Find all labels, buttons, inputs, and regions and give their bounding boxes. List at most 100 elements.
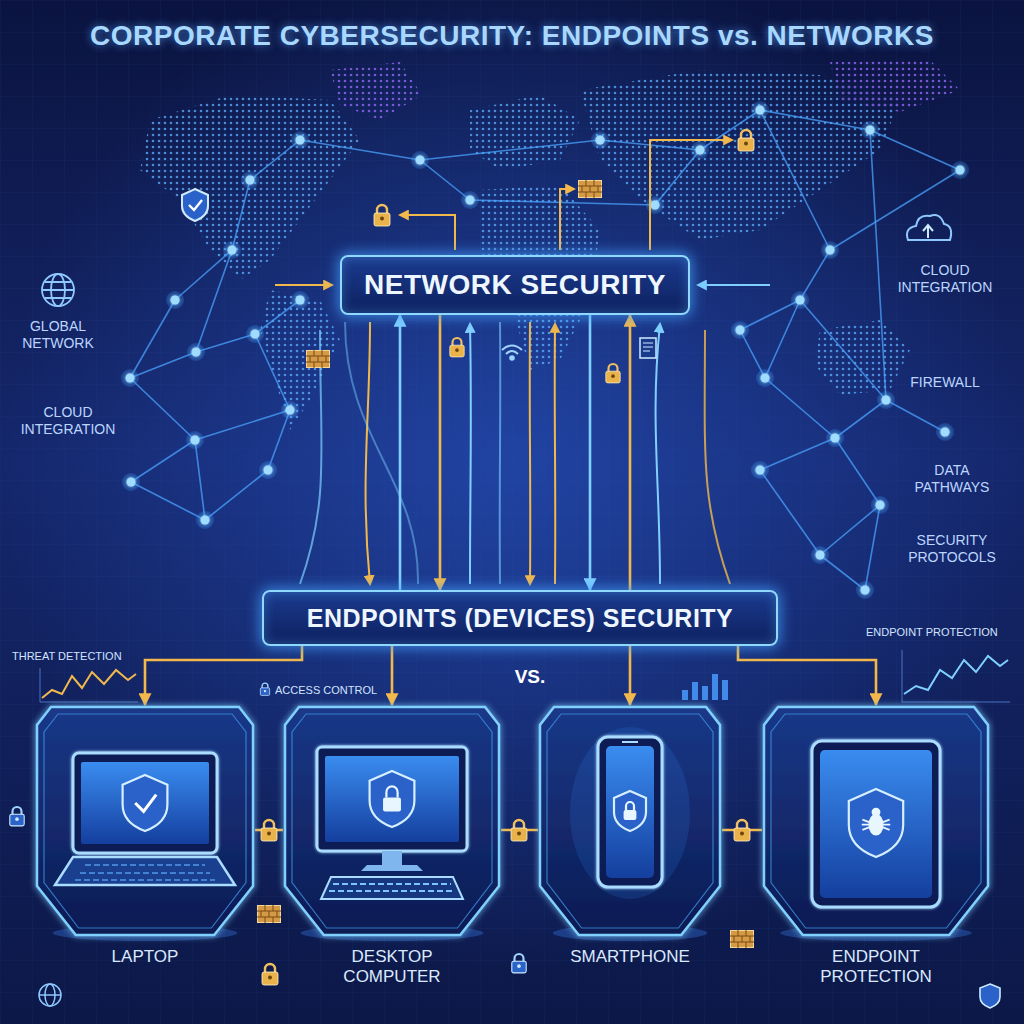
data-streams [345, 322, 418, 584]
network-node [876, 501, 885, 510]
document-icon [640, 338, 656, 358]
world-map [330, 62, 422, 120]
device-frame [73, 753, 217, 853]
map-icons [450, 338, 464, 357]
world-map [140, 95, 360, 280]
network-halo [691, 141, 709, 159]
network-halo [811, 546, 829, 564]
network-halo [871, 496, 889, 514]
network-node [466, 196, 475, 205]
network-link [195, 410, 290, 440]
data-streams [275, 140, 770, 584]
shield-icon [189, 200, 202, 210]
network-link [870, 130, 960, 170]
network-node [228, 246, 237, 255]
world-map [470, 95, 580, 170]
data-streams [529, 322, 532, 584]
map-icons [606, 364, 620, 383]
device-shield: LAPTOP [35, 705, 255, 1000]
device-screen [820, 750, 932, 898]
network-halo [246, 325, 264, 343]
network-halo [877, 391, 895, 409]
charts [902, 650, 1010, 702]
network-link [760, 110, 830, 250]
network-node [251, 330, 260, 339]
bottom-icons [512, 954, 526, 973]
label-slot: CLOUD INTEGRATION [888, 262, 1002, 296]
device-frame [812, 741, 940, 907]
network-halo [291, 291, 309, 309]
shield-outline [283, 705, 501, 937]
map-icons [738, 130, 754, 151]
shield-outline [764, 707, 988, 935]
network-node [191, 436, 200, 445]
label-slot: ENDPOINT PROTECTION [866, 626, 1016, 639]
connector-arrow [391, 646, 394, 705]
bottom-icons [10, 807, 24, 826]
network-link [255, 334, 290, 410]
network-node [126, 374, 135, 383]
world-map [830, 60, 960, 112]
network-link [470, 200, 655, 205]
map-icons [374, 205, 390, 226]
connector-arrow [439, 315, 442, 590]
wifi-icon [502, 346, 522, 360]
network-node [696, 146, 705, 155]
shield-inner [44, 714, 246, 928]
shield-outline [540, 707, 720, 935]
feature-tag: ACCESS CONTROL [275, 684, 385, 697]
device-label: LAPTOP [70, 947, 220, 967]
network-halo [951, 161, 969, 179]
network-halo [291, 131, 309, 149]
network-mesh [121, 101, 969, 599]
wifi-icon [506, 351, 518, 354]
lock-body [624, 810, 637, 820]
charts [692, 682, 698, 700]
band-heading: NETWORK SECURITY [364, 269, 666, 301]
network-halo [187, 343, 205, 361]
lock-shackle [386, 786, 397, 797]
network-link [760, 438, 835, 470]
network-link [800, 300, 886, 400]
network-link [130, 300, 175, 378]
shield-icon [980, 984, 1000, 1008]
network-node [416, 156, 425, 165]
shield-badge [123, 775, 168, 831]
laptop-keys [75, 865, 215, 880]
network-node [264, 466, 273, 475]
data-streams [400, 215, 455, 250]
device-shield: SMARTPHONE [538, 705, 722, 1000]
network-link [130, 378, 195, 440]
network-halo [461, 191, 479, 209]
cloud-icon [923, 225, 933, 238]
globe-icon [42, 282, 74, 298]
network-halo [186, 431, 204, 449]
wifi-icon [502, 346, 522, 351]
network-halo [731, 321, 749, 339]
network-link [300, 140, 420, 160]
versus-mark: VS. [498, 666, 562, 689]
label-slot: FIREWALL [888, 374, 1002, 391]
charts [40, 668, 138, 702]
network-halo [826, 429, 844, 447]
device-screen [325, 756, 459, 842]
shield-outline [37, 707, 253, 935]
network-node [296, 296, 305, 305]
network-node [246, 176, 255, 185]
network-link [131, 482, 205, 520]
map-label: GLOBAL NETWORK [6, 318, 110, 352]
label-slot: VS. [498, 666, 562, 689]
network-halo [791, 291, 809, 309]
network-node [761, 374, 770, 383]
data-streams [656, 324, 660, 584]
network-link [175, 250, 232, 300]
charts [722, 680, 728, 700]
network-link [760, 470, 820, 555]
shield-badge [370, 771, 415, 827]
lock-shackle [626, 802, 634, 810]
network-link [865, 505, 880, 590]
keyboard-keys [329, 884, 455, 891]
network-link [740, 300, 800, 330]
network-halo [756, 369, 774, 387]
